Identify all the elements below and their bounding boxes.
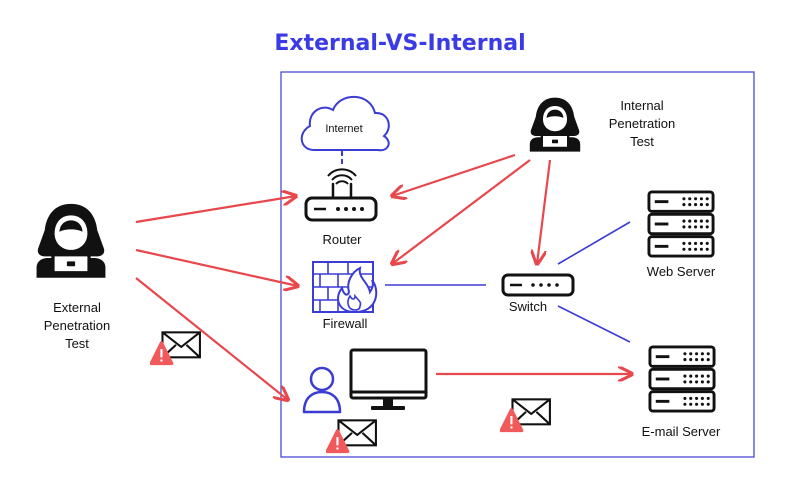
phishing-email-warning-icon <box>500 397 552 433</box>
email-server-icon <box>648 345 716 413</box>
internet-label: Internet <box>325 123 362 135</box>
internal-tester-label-2: Penetration <box>609 116 676 131</box>
phishing-email-warning-icon <box>150 330 202 366</box>
firewall-icon <box>312 261 378 314</box>
internal-to-router-arrow <box>392 153 516 196</box>
internal-to-firewall-arrow <box>392 159 531 264</box>
internal-tester-label-1: Internal <box>620 98 663 113</box>
diagram-title: External-VS-Internal <box>274 31 525 56</box>
external-to-firewall-arrow <box>135 248 298 286</box>
router-label: Router <box>322 232 362 247</box>
internal-tester-label-3: Test <box>630 134 654 149</box>
external-tester-label-2: Penetration <box>44 318 111 333</box>
external-to-user-arrow <box>135 277 288 400</box>
router-icon <box>304 168 378 222</box>
external-tester-label-1: External <box>53 300 101 315</box>
external-tester-label-3: Test <box>65 336 89 351</box>
internet-cloud-icon: Internet <box>300 95 390 152</box>
monitor-icon <box>349 348 428 410</box>
external-attacker-icon <box>34 202 108 280</box>
internal-network-boundary <box>280 71 755 458</box>
email-server-label: E-mail Server <box>642 424 721 439</box>
user-icon <box>302 366 342 414</box>
switch-webserver-link <box>557 221 631 265</box>
web-server-label: Web Server <box>647 264 716 279</box>
switch-emailserver-link <box>557 305 631 343</box>
switch-label: Switch <box>509 299 547 314</box>
phishing-email-warning-icon <box>326 418 378 454</box>
firewall-label: Firewall <box>323 316 368 331</box>
internal-attacker-icon <box>528 96 582 153</box>
web-server-icon <box>647 190 715 258</box>
switch-icon <box>501 273 575 297</box>
internal-to-switch-arrow <box>537 159 552 264</box>
external-to-router-arrow <box>135 196 296 224</box>
